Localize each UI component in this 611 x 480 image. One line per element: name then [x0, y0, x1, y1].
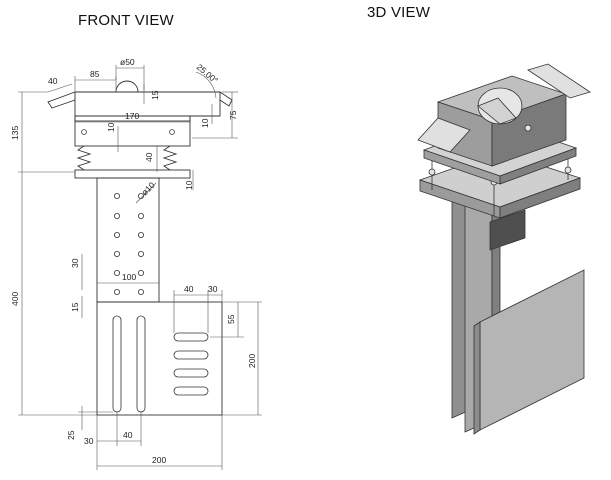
- dim-label: 15: [70, 302, 80, 312]
- column: [96, 177, 160, 303]
- hole: [137, 250, 144, 257]
- lower-plate-side: [499, 177, 581, 219]
- hole: [114, 288, 121, 295]
- hole: [114, 269, 121, 276]
- dim-label: 30: [70, 258, 80, 268]
- dim-label: 15: [150, 90, 160, 100]
- bolt-hole: [169, 129, 175, 135]
- dim-label: ø50: [120, 57, 135, 67]
- hole: [137, 288, 144, 295]
- dim-label: 100: [122, 272, 136, 282]
- horizontal-slot: [173, 368, 209, 378]
- iso-view-title: 3D VIEW: [367, 4, 431, 21]
- dim-label: 30: [84, 436, 94, 446]
- roller-pin: [524, 124, 532, 132]
- hole: [137, 269, 144, 276]
- hole: [137, 192, 144, 199]
- dim-label: 170: [125, 111, 139, 121]
- dim-label: 10: [184, 180, 194, 190]
- horizontal-slot: [173, 332, 209, 342]
- dim-label: 55: [226, 314, 236, 324]
- upper-plate-side: [499, 147, 577, 185]
- hanger-block: [489, 209, 526, 251]
- dim-label: 135: [10, 126, 20, 140]
- dim-40-line: [47, 83, 73, 93]
- dim-label: 10: [106, 122, 116, 132]
- spring-right: [162, 145, 178, 171]
- horizontal-slot: [173, 386, 209, 396]
- front-view-drawing: [47, 80, 233, 416]
- bolt-hole: [81, 129, 87, 135]
- base-plate-edge: [473, 321, 481, 435]
- upper-plate-top: [74, 115, 191, 122]
- top-bracket: [74, 91, 221, 117]
- dim-label: 75: [228, 110, 238, 120]
- hole: [137, 231, 144, 238]
- left-flap: [47, 91, 76, 109]
- spring-left: [76, 145, 92, 171]
- dim-dia-leader: [135, 182, 157, 204]
- vertical-slot: [112, 315, 122, 413]
- dimension-labels: 40 85 ø50 25.00° 15 75 10 170 135 10 40 …: [10, 57, 257, 465]
- hole: [114, 212, 121, 219]
- right-flap: [219, 91, 233, 107]
- hole: [114, 192, 121, 199]
- hole: [114, 250, 121, 257]
- dim-label: 40: [184, 284, 194, 294]
- dim-label: 25: [66, 430, 76, 440]
- dim-label: 85: [90, 69, 100, 79]
- nut: [564, 166, 572, 174]
- dim-label: 200: [152, 455, 166, 465]
- lower-plate: [74, 169, 191, 179]
- dim-label: 40: [123, 430, 133, 440]
- angle-arc: [195, 71, 217, 99]
- dim-label: 400: [10, 292, 20, 306]
- vertical-slot: [136, 315, 146, 413]
- dimension-lines: [18, 65, 262, 470]
- left-flap-3d: [417, 117, 471, 153]
- roller: [115, 80, 139, 93]
- front-view-title: FRONT VIEW: [78, 12, 174, 29]
- dim-label: 40: [144, 152, 154, 162]
- horizontal-slot: [173, 350, 209, 360]
- hole: [114, 231, 121, 238]
- nut: [428, 168, 436, 176]
- hole: [137, 212, 144, 219]
- dim-label: 25.00°: [195, 62, 220, 86]
- column-holes: [114, 192, 144, 295]
- base-plate: [96, 301, 223, 416]
- iso-view-drawing: [417, 63, 591, 435]
- dim-label: 30: [208, 284, 218, 294]
- dim-label: 200: [247, 354, 257, 368]
- dim-label: 10: [200, 118, 210, 128]
- roller-body: [477, 97, 517, 125]
- dim-label: 40: [48, 76, 58, 86]
- right-flap-3d: [527, 63, 591, 99]
